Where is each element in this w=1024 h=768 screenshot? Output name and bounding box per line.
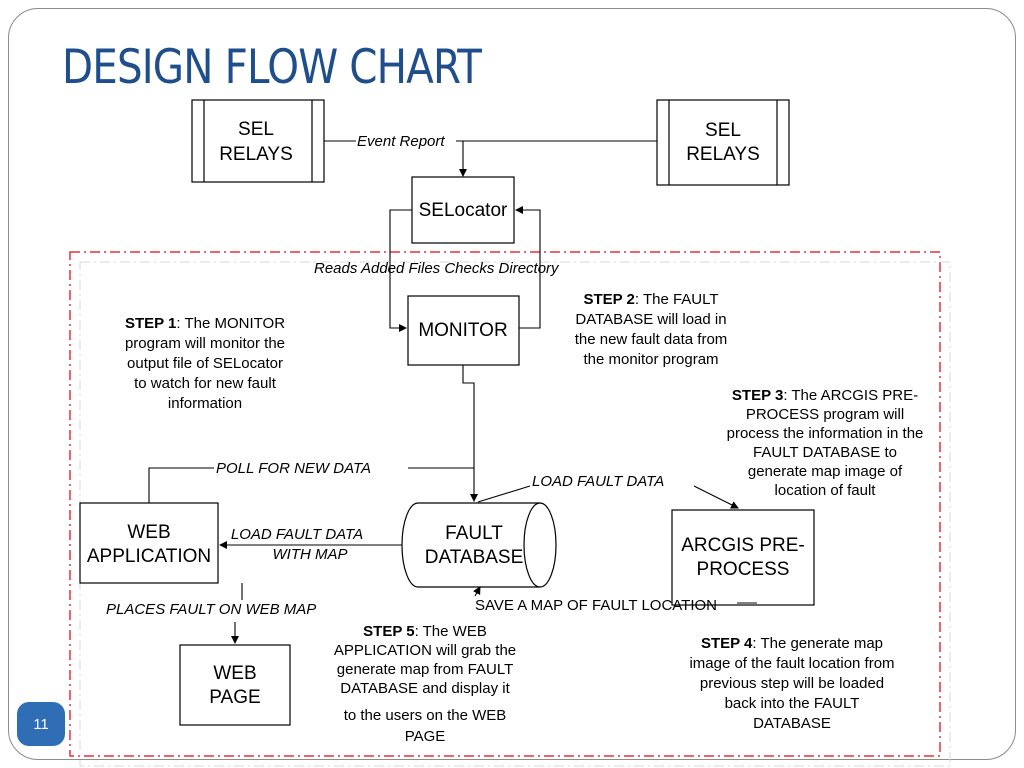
arcgis-line2: PROCESS bbox=[697, 559, 790, 580]
web-page-line2: PAGE bbox=[209, 687, 260, 708]
monitor-label: MONITOR bbox=[418, 320, 507, 341]
svg-text:output file of SELocator: output file of SELocator bbox=[127, 355, 283, 372]
step-1-note: STEP 1: The MONITOR program will monitor… bbox=[125, 315, 285, 412]
svg-text:STEP 1: The MONITOR: STEP 1: The MONITOR bbox=[125, 315, 285, 332]
web-application-node: WEB APPLICATION bbox=[79, 502, 219, 584]
sel-relays-right-node: SEL RELAYS bbox=[656, 99, 790, 186]
web-page-line1: WEB bbox=[213, 663, 256, 684]
edge-label-save-map: SAVE A MAP OF FAULT LOCATION bbox=[475, 597, 717, 614]
svg-text:to watch for new fault: to watch for new fault bbox=[134, 375, 277, 392]
step-2-note: STEP 2: The FAULT DATABASE will load in … bbox=[575, 291, 728, 368]
monitoring-boundary bbox=[69, 251, 941, 757]
fault-database-node: FAULT DATABASE bbox=[401, 502, 557, 588]
svg-text:program will monitor the: program will monitor the bbox=[125, 335, 285, 352]
edge-label-event-report: Event Report bbox=[357, 133, 445, 150]
svg-text:FAULT DATABASE to: FAULT DATABASE to bbox=[753, 444, 897, 461]
svg-text:generate map from FAULT: generate map from FAULT bbox=[337, 661, 513, 678]
sel-relays-left-line1: SEL bbox=[238, 119, 274, 140]
svg-text:APPLICATION will grab the: APPLICATION will grab the bbox=[334, 642, 516, 659]
fault-database-line1: FAULT bbox=[445, 523, 503, 544]
svg-text:image of the fault location fr: image of the fault location from bbox=[689, 655, 894, 672]
sel-relays-left-line2: RELAYS bbox=[219, 144, 293, 165]
svg-text:the new fault data from: the new fault data from bbox=[575, 331, 728, 348]
sel-relays-right-line1: SEL bbox=[705, 120, 741, 141]
slide-frame bbox=[8, 8, 1016, 760]
svg-text:STEP 3: The ARCGIS PRE-: STEP 3: The ARCGIS PRE- bbox=[732, 387, 918, 404]
svg-text:PAGE: PAGE bbox=[405, 728, 446, 745]
svg-text:back into the FAULT: back into the FAULT bbox=[725, 695, 860, 712]
svg-text:previous step will be loaded: previous step will be loaded bbox=[700, 675, 884, 692]
arcgis-line1: ARCGIS PRE- bbox=[681, 535, 805, 556]
svg-text:STEP 4: The generate map: STEP 4: The generate map bbox=[701, 635, 883, 652]
svg-text:DATABASE: DATABASE bbox=[753, 715, 831, 732]
fault-database-line2: DATABASE bbox=[425, 547, 524, 568]
svg-text:DATABASE will load in: DATABASE will load in bbox=[575, 311, 726, 328]
svg-text:information: information bbox=[168, 395, 242, 412]
step-5-note: STEP 5: The WEB APPLICATION will grab th… bbox=[334, 623, 516, 745]
edge-label-load-fault-data-map-2: WITH MAP bbox=[273, 546, 348, 563]
svg-text:location of fault: location of fault bbox=[775, 482, 877, 499]
edge-label-reads-added-files: Reads Added Files Checks Directory bbox=[314, 260, 560, 277]
step-3-note: STEP 3: The ARCGIS PRE- PROCESS program … bbox=[727, 387, 924, 499]
svg-text:STEP 5: The WEB: STEP 5: The WEB bbox=[363, 623, 487, 640]
monitor-node: MONITOR bbox=[407, 295, 520, 366]
step-4-note: STEP 4: The generate map image of the fa… bbox=[689, 635, 894, 732]
svg-text:to the users on the WEB: to the users on the WEB bbox=[344, 707, 507, 724]
arcgis-preprocess-node: ARCGIS PRE- PROCESS bbox=[671, 509, 815, 606]
page-title: DESIGN FLOW CHART bbox=[62, 40, 482, 95]
svg-text:process the information in the: process the information in the bbox=[727, 425, 924, 442]
selocator-label: SELocator bbox=[419, 200, 508, 221]
web-application-line2: APPLICATION bbox=[87, 546, 211, 567]
svg-text:the monitor program: the monitor program bbox=[583, 351, 718, 368]
svg-text:STEP 2: The FAULT: STEP 2: The FAULT bbox=[583, 291, 718, 308]
svg-text:PROCESS program will: PROCESS program will bbox=[746, 406, 904, 423]
edge-label-places-fault: PLACES FAULT ON WEB MAP bbox=[106, 601, 316, 618]
svg-text:generate map image of: generate map image of bbox=[748, 463, 903, 480]
selocator-node: SELocator bbox=[411, 176, 515, 244]
edge-label-poll-new-data: POLL FOR NEW DATA bbox=[216, 460, 371, 477]
page-number-badge: 11 bbox=[17, 702, 65, 746]
edge-label-load-fault-data-map-1: LOAD FAULT DATA bbox=[231, 526, 363, 543]
web-application-line1: WEB bbox=[127, 522, 170, 543]
web-page-node: WEB PAGE bbox=[179, 644, 291, 726]
edge-label-load-fault-data: LOAD FAULT DATA bbox=[532, 473, 664, 490]
sel-relays-right-line2: RELAYS bbox=[686, 144, 760, 165]
sel-relays-left-node: SEL RELAYS bbox=[191, 99, 325, 183]
svg-text:DATABASE and display it: DATABASE and display it bbox=[340, 680, 510, 697]
